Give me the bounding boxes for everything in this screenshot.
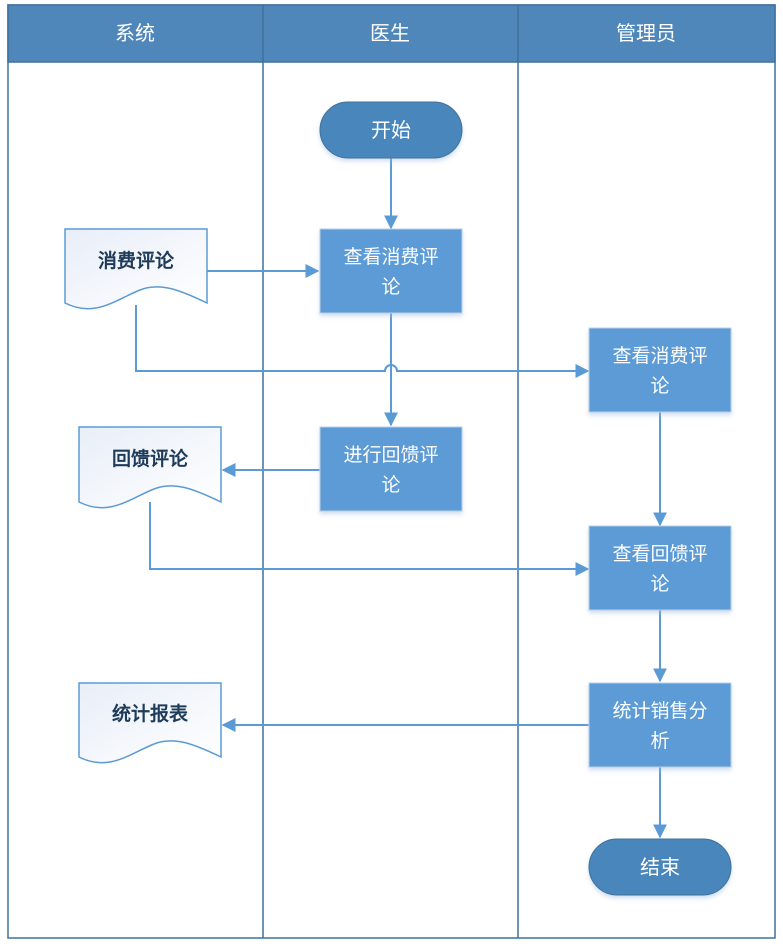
process-label-line: 统计销售分 (612, 700, 707, 722)
process-admin-view-feedback[interactable]: 查看回馈评 论 (588, 525, 732, 611)
process-doctor-reply-comments[interactable]: 进行回馈评 论 (319, 426, 463, 512)
start-label: 开始 (371, 118, 411, 142)
process-doctor-view-comments[interactable]: 查看消费评 论 (319, 228, 463, 314)
document-consumption-comments[interactable]: 消费评论 (64, 228, 208, 310)
end-terminator[interactable]: 结束 (588, 838, 732, 896)
lane-header-bar (7, 4, 776, 63)
document-label: 消费评论 (98, 249, 175, 272)
edge-feedback-doc-to-admin-view-feedback (149, 502, 590, 576)
start-terminator[interactable]: 开始 (319, 101, 463, 159)
process-admin-view-comments[interactable]: 查看消费评 论 (588, 327, 732, 413)
process-label-line: 查看消费评 (343, 246, 438, 268)
process-label-line: 论 (381, 474, 400, 496)
process-label-line: 论 (650, 375, 669, 397)
process-label-line: 论 (381, 276, 400, 298)
process-label-line: 查看消费评 (612, 345, 707, 367)
lane-title-doctor: 医生 (370, 21, 410, 45)
edge-consumption-doc-to-admin-view (135, 305, 590, 378)
document-label: 回馈评论 (112, 447, 189, 470)
process-label-line: 进行回馈评 (343, 444, 438, 466)
lane-title-system: 系统 (115, 21, 155, 45)
connectors (135, 158, 667, 839)
process-label-line: 论 (650, 573, 669, 595)
document-label: 统计报表 (112, 702, 189, 725)
process-label-line: 查看回馈评 (612, 543, 707, 565)
end-label: 结束 (640, 855, 680, 879)
process-label-line: 析 (650, 730, 669, 752)
process-admin-sales-analysis[interactable]: 统计销售分 析 (588, 682, 732, 768)
document-feedback-comments[interactable]: 回馈评论 (78, 426, 222, 509)
document-stat-report[interactable]: 统计报表 (78, 682, 222, 764)
lane-title-admin: 管理员 (616, 21, 676, 45)
